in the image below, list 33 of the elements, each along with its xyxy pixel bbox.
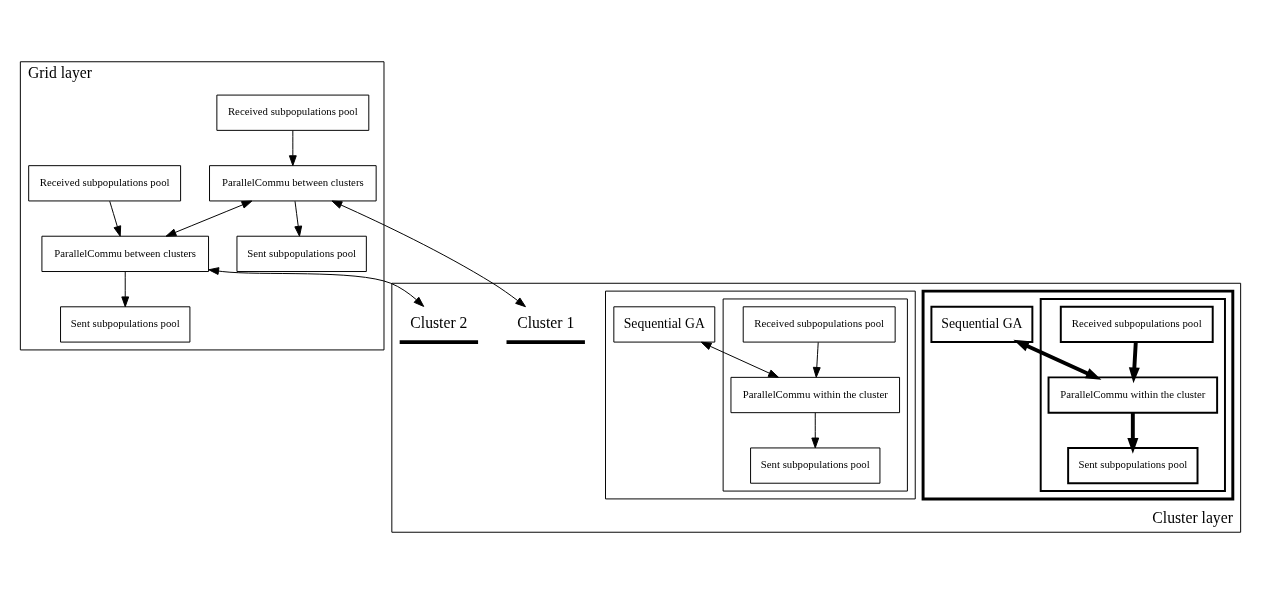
node-text: Cluster 2	[410, 313, 468, 331]
node-box: Received subpopulations pool	[1059, 305, 1214, 343]
arrow	[288, 129, 297, 166]
node-box: ParallelCommu between clusters	[41, 235, 210, 272]
arrow	[294, 200, 303, 237]
arrow	[1127, 412, 1139, 454]
arrow	[1013, 339, 1102, 380]
arrow	[165, 200, 253, 237]
arrow	[811, 411, 820, 448]
arrow	[812, 341, 821, 378]
node-box: ParallelCommu between clusters	[209, 164, 377, 201]
node-box: Received subpopulations pool	[216, 94, 370, 131]
node-box: Sequential GA	[930, 305, 1034, 343]
cluster	[1039, 297, 1226, 492]
cluster	[921, 289, 1235, 500]
node-box: Sequential GA	[613, 305, 716, 343]
arrow	[700, 341, 779, 378]
node-box: Sent subpopulations pool	[236, 235, 367, 272]
arrow	[1128, 341, 1140, 383]
node-box: Received subpopulations pool	[28, 164, 182, 201]
cluster	[722, 297, 908, 492]
node-box: Sent subpopulations pool	[60, 305, 191, 343]
node-text: Cluster 1	[517, 313, 575, 331]
cluster	[605, 290, 916, 499]
node-box: ParallelCommu within the cluster	[730, 376, 901, 413]
node-box: Sent subpopulations pool	[1067, 446, 1199, 484]
node-box: Received subpopulations pool	[742, 305, 896, 343]
arrow	[331, 200, 526, 307]
arrow	[109, 200, 122, 237]
arrow	[121, 270, 130, 307]
node-box: Sent subpopulations pool	[750, 446, 881, 484]
arrow	[208, 266, 425, 307]
node-box: ParallelCommu within the cluster	[1047, 375, 1219, 414]
